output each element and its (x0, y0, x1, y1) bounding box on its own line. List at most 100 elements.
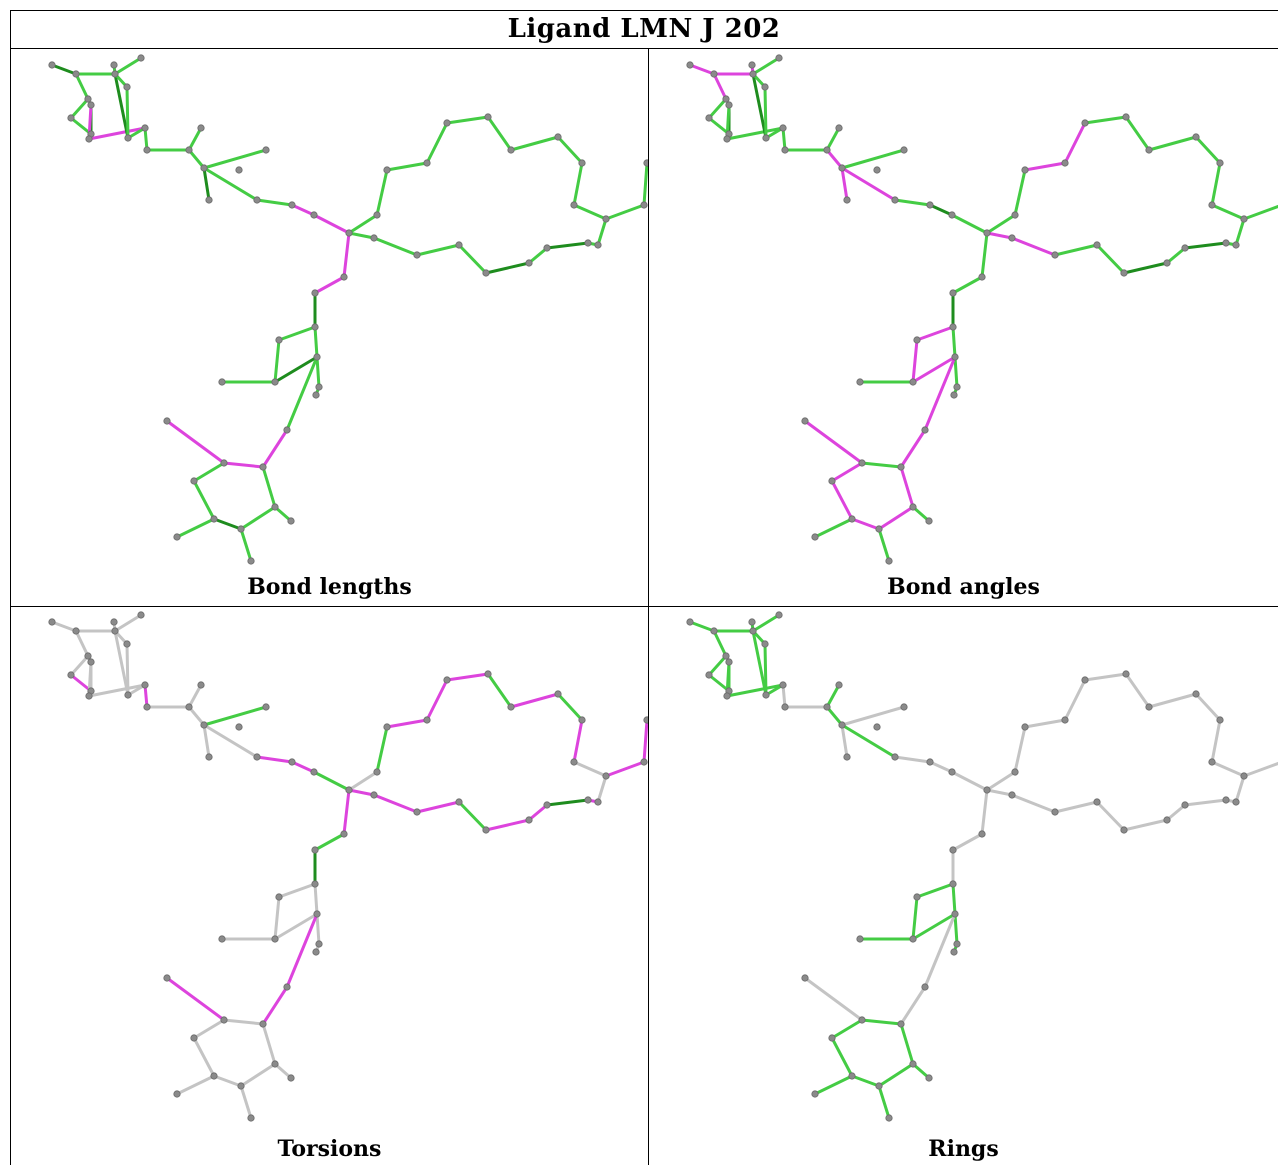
bond (596, 774, 608, 804)
bond (840, 166, 897, 202)
bond (923, 912, 957, 989)
atom (413, 251, 421, 259)
atom (722, 95, 730, 103)
atom (554, 690, 562, 698)
atom (287, 517, 295, 525)
atom (443, 119, 451, 127)
atom (315, 383, 323, 391)
atom (748, 618, 756, 626)
atom (72, 70, 80, 78)
atom (875, 1082, 883, 1090)
atom (111, 627, 119, 635)
atom (1192, 690, 1200, 698)
bond (604, 760, 646, 778)
bond (192, 1036, 216, 1078)
atom (722, 652, 730, 660)
bond (484, 818, 531, 832)
bond (781, 126, 787, 152)
atom (781, 146, 789, 154)
atom (275, 336, 283, 344)
atom (1120, 826, 1128, 834)
atom (811, 1090, 819, 1098)
bond (290, 760, 316, 774)
atom (185, 146, 193, 154)
atom (838, 721, 846, 729)
atom (313, 910, 321, 918)
atom (594, 241, 602, 249)
atom (761, 640, 769, 648)
atom (310, 768, 318, 776)
bond (923, 355, 957, 432)
atom (315, 940, 323, 948)
bond (911, 355, 957, 384)
atom (801, 974, 809, 982)
atom (482, 269, 490, 277)
bond (899, 428, 927, 469)
atom (173, 1090, 181, 1098)
bond (113, 629, 130, 697)
bond (893, 755, 932, 764)
caption-bond-lengths: Bond lengths (247, 574, 412, 600)
atom (578, 159, 586, 167)
bond (1023, 161, 1067, 172)
atom (173, 533, 181, 541)
panel-bond-angles (649, 50, 1278, 570)
atom (1011, 768, 1019, 776)
atom (312, 391, 320, 399)
bond (1013, 168, 1027, 217)
bond (928, 760, 954, 774)
bond (425, 678, 449, 722)
caption-rings: Rings (928, 1136, 999, 1162)
bond (143, 126, 149, 152)
bond (313, 882, 319, 916)
bond (1124, 672, 1151, 709)
atom (482, 826, 490, 834)
bond (1234, 217, 1246, 247)
atom (190, 477, 198, 485)
bond (69, 97, 90, 120)
atom (762, 691, 770, 699)
bond (1010, 793, 1057, 814)
atom (584, 239, 592, 247)
atom (313, 353, 321, 361)
atom (543, 801, 551, 809)
bond (165, 976, 226, 1022)
bond (192, 479, 216, 521)
atom (570, 758, 578, 766)
atom (1061, 159, 1069, 167)
atom (312, 948, 320, 956)
bond (572, 718, 584, 764)
horizontal-divider (10, 606, 1278, 607)
atom (891, 753, 899, 761)
atom (856, 378, 864, 386)
bond (1165, 803, 1187, 822)
atom (1051, 251, 1059, 259)
atom (1061, 716, 1069, 724)
atom (909, 378, 917, 386)
atom (948, 768, 956, 776)
atom (779, 681, 787, 689)
atom (823, 703, 831, 711)
bond (290, 203, 316, 217)
atom (775, 54, 783, 62)
bond (1010, 236, 1057, 257)
bond (688, 63, 716, 76)
atom (67, 671, 75, 679)
bond (642, 718, 648, 764)
bond (202, 148, 268, 170)
atom (705, 114, 713, 122)
atom (801, 417, 809, 425)
bond (445, 115, 490, 125)
atom (484, 113, 492, 121)
bond (277, 325, 317, 342)
bond (985, 231, 1014, 240)
atom (143, 703, 151, 711)
atom (602, 772, 610, 780)
atom (218, 378, 226, 386)
atom (873, 723, 881, 731)
atom (913, 893, 921, 901)
atom (237, 1082, 245, 1090)
bond (425, 121, 449, 165)
atom (951, 910, 959, 918)
atom (124, 691, 132, 699)
